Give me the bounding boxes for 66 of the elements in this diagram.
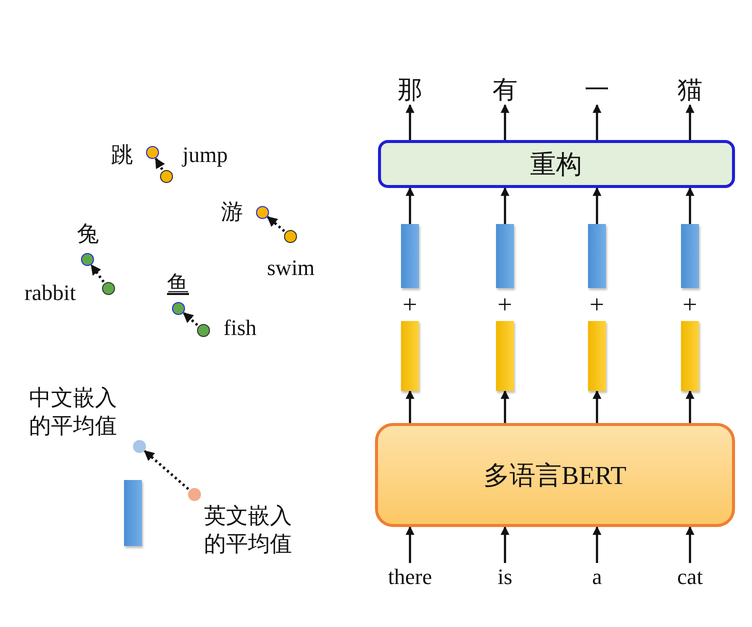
plus-sign: + <box>682 292 698 318</box>
arrow <box>686 104 694 140</box>
dotted-arrow <box>144 450 190 490</box>
embedding-dot <box>80 252 94 266</box>
word-label: cat <box>668 563 712 591</box>
arrow <box>406 526 414 563</box>
dotted-arrow <box>90 264 105 283</box>
embedding-dot <box>102 282 114 294</box>
embedding-bar <box>588 224 606 288</box>
word-label: a <box>585 563 609 591</box>
word-label: 有 <box>488 73 522 105</box>
embedding-dot <box>146 146 158 158</box>
embedding-dot <box>284 230 296 242</box>
arrow <box>686 390 694 423</box>
word-label: 中文嵌入的平均值 <box>29 384 118 440</box>
word-label: 猫 <box>673 73 707 105</box>
word-label: 一 <box>580 73 614 105</box>
arrow <box>686 526 694 563</box>
arrow <box>406 104 414 140</box>
dotted-arrow <box>154 158 165 170</box>
encoder-box <box>375 423 735 527</box>
dotted-arrow <box>182 312 198 326</box>
arrow <box>500 390 510 423</box>
arrow <box>592 187 602 224</box>
word-label: fish <box>224 314 256 342</box>
word-label: 那 <box>393 73 427 105</box>
arrow <box>406 187 414 224</box>
arrow <box>500 104 510 140</box>
box-title: 多语言BERT <box>484 460 626 492</box>
arrow <box>500 187 510 224</box>
embedding-dot <box>172 302 184 314</box>
embedding-bar <box>588 321 606 391</box>
word-label: swim <box>267 254 315 282</box>
embedding-bar <box>124 480 142 546</box>
embedding-bar <box>681 224 699 288</box>
word-label: rabbit <box>24 278 76 306</box>
embedding-dot <box>256 206 268 218</box>
reconstruction-box <box>378 140 734 188</box>
embedding-bar <box>681 321 699 391</box>
arrow <box>592 390 602 423</box>
word-label: there <box>380 563 440 591</box>
word-label: 英文嵌入的平均值 <box>204 502 293 558</box>
embedding-dot <box>188 488 200 500</box>
arrow <box>686 187 694 224</box>
arrow <box>592 104 602 140</box>
plus-sign: + <box>402 292 418 318</box>
embedding-dot <box>132 440 146 452</box>
word-label: is <box>490 563 520 591</box>
embedding-bar <box>401 224 419 288</box>
embedding-bar <box>496 224 514 288</box>
embedding-dot <box>196 324 210 336</box>
word-label: 游 <box>221 198 243 226</box>
embedding-dot <box>160 170 172 182</box>
arrow <box>500 526 510 563</box>
arrow <box>592 526 602 563</box>
word-label: 兔 <box>77 220 99 248</box>
word-label: jump <box>182 140 228 169</box>
embedding-bar <box>401 321 419 391</box>
box-title: 重构 <box>530 148 582 180</box>
embedding-bar <box>496 321 514 391</box>
word-label: 跳 <box>111 140 133 168</box>
arrow <box>406 390 414 423</box>
plus-sign: + <box>498 292 512 318</box>
dotted-arrow <box>266 216 286 232</box>
word-label: 鱼 <box>167 270 189 298</box>
plus-sign: + <box>590 292 604 318</box>
